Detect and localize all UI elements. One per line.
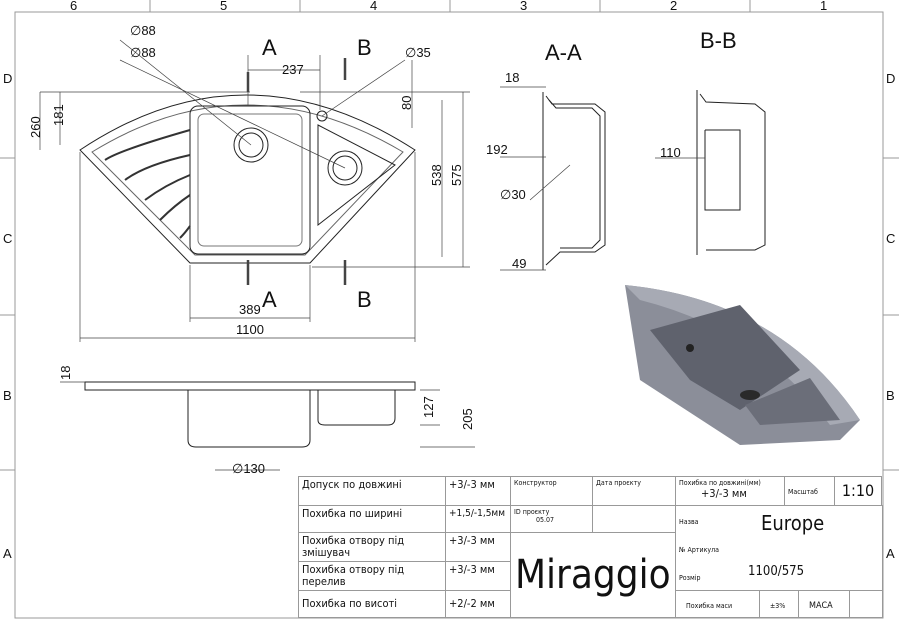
dim-538: 538 [429, 164, 444, 186]
dim-80: 80 [399, 96, 414, 110]
grid-row-a: A [3, 546, 12, 561]
dim-aa-49: 49 [512, 256, 526, 271]
dim-237: 237 [282, 62, 304, 77]
grid-col-4: 4 [370, 0, 377, 13]
section-a-a [500, 86, 606, 271]
size-label: Розмір [679, 574, 701, 582]
name-size-cell: Назва Europe № Артикула Розмір 1100/575 [675, 505, 883, 591]
dia-aa-30: ∅30 [500, 187, 526, 202]
dim-aa-18: 18 [505, 70, 519, 85]
dim-1100: 1100 [236, 322, 264, 337]
grid-row-d-right: D [886, 71, 895, 86]
side-view [60, 381, 475, 471]
grid-row-c: C [3, 231, 12, 246]
dim-389: 389 [239, 302, 261, 317]
size-value: 1100/575 [748, 564, 805, 579]
project-id-label: ID проєкту [514, 508, 550, 516]
dim-side-127: 127 [421, 396, 436, 418]
name-value: Europe [761, 511, 825, 535]
dim-181: 181 [51, 104, 66, 126]
tol-value-overflow-hole: +3/-3 мм [445, 561, 511, 591]
scale-label: Масштаб [784, 476, 835, 506]
cut-b-bottom: B [357, 287, 372, 312]
tol-label-length: Допуск по довжині [298, 476, 446, 506]
section-b-b [655, 90, 766, 255]
tol-value-mixer-hole: +3/-3 мм [445, 532, 511, 562]
empty-cell [592, 505, 676, 533]
tol-label-overflow-hole: Похибка отвору під перелив [298, 561, 446, 591]
brand-logo: Miraggio [510, 532, 676, 618]
tol-label-width: Похибка по ширині [298, 505, 446, 533]
cut-a-top: A [262, 35, 277, 60]
cut-b-top: B [357, 35, 372, 60]
grid-col-6: 6 [70, 0, 77, 13]
grid-row-b-right: B [886, 388, 895, 403]
length-tol-cell: Похибка по довжині(мм)+3/-3 мм [675, 476, 785, 506]
mass-value-cell [849, 590, 883, 618]
tol-label-mixer-hole: Похибка отвору під змішувач [298, 532, 446, 562]
grid-row-a-right: A [886, 546, 895, 561]
dia-35-label: ∅35 [405, 45, 431, 60]
tol-value-height: +2/-2 мм [445, 590, 511, 618]
plan-view [39, 39, 470, 342]
scale-value: 1:10 [834, 476, 882, 506]
dia-88-mixer-label: ∅88 [130, 23, 156, 38]
length-tol-value: +3/-3 мм [701, 487, 747, 500]
dim-bb-110: 110 [660, 145, 681, 160]
mass-tol-label: Похибка маси [675, 590, 760, 618]
grid-row-d: D [3, 71, 12, 86]
date-label: Дата проєкту [592, 476, 676, 506]
grid-col-2: 2 [670, 0, 677, 13]
designer-label: Конструктор [510, 476, 593, 506]
grid-row-b: B [3, 388, 12, 403]
project-id-value: 05.07 [536, 516, 555, 524]
grid-col-5: 5 [220, 0, 227, 13]
name-label: Назва [679, 518, 699, 526]
dim-side-205: 205 [460, 408, 475, 430]
mass-tol-value: ±3% [759, 590, 799, 618]
dim-260: 260 [28, 116, 43, 138]
dia-88-drain-label: ∅88 [130, 45, 156, 60]
section-b-b-title: B-B [700, 28, 737, 53]
tol-label-height: Похибка по висоті [298, 590, 446, 618]
grid-col-1: 1 [820, 0, 827, 13]
section-a-a-title: A-A [545, 40, 582, 65]
grid-col-3: 3 [520, 0, 527, 13]
length-tol-label: Похибка по довжині(мм) [679, 479, 761, 487]
sink-3d-render [625, 285, 860, 445]
mass-label: МАСА [798, 590, 850, 618]
dim-side-18: 18 [58, 366, 73, 380]
dia-side-130: ∅130 [232, 461, 265, 476]
dim-aa-192: 192 [486, 142, 508, 157]
article-label: № Артикула [679, 546, 720, 554]
dim-575: 575 [449, 164, 464, 186]
tol-value-width: +1,5/-1,5мм [445, 505, 511, 533]
grid-row-c-right: C [886, 231, 895, 246]
cut-a-bottom: A [262, 287, 277, 312]
tol-value-length: +3/-3 мм [445, 476, 511, 506]
